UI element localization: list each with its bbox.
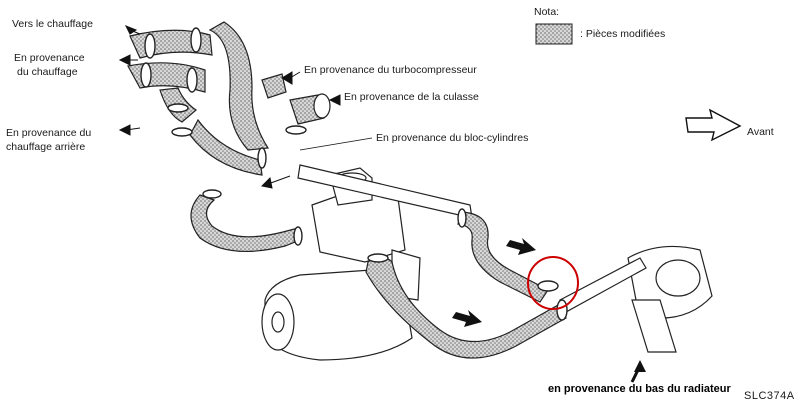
legend-swatch [535, 23, 573, 45]
highlight-circle [527, 256, 579, 310]
avant-arrow [685, 108, 742, 142]
label-provenance-chauffage-2: du chauffage [17, 66, 78, 78]
label-provenance-bloc: En provenance du bloc-cylindres [376, 132, 529, 144]
thermostat-housing [627, 245, 713, 353]
engine-block [261, 267, 413, 361]
label-vers-chauffage: Vers le chauffage [12, 18, 93, 30]
label-avant: Avant [747, 126, 774, 138]
label-provenance-culasse: En provenance de la culasse [344, 91, 479, 103]
upper-right-hose [457, 211, 549, 303]
radiator-lower-hose [365, 256, 567, 359]
lower-left-hose [190, 194, 301, 253]
legend-item: : Pièces modifiées [580, 28, 666, 40]
figure-code: SLC374A [744, 390, 795, 402]
pointer-arrows [118, 25, 341, 189]
hose-clamps [140, 27, 568, 321]
turbo-and-head-hoses [261, 73, 331, 125]
flow-arrows [452, 238, 646, 383]
label-chauffage-arriere-2: chauffage arrière [6, 141, 86, 153]
legend-title: Nota: [534, 6, 560, 18]
bloc-leader-line [299, 137, 373, 151]
label-provenance-turbo: En provenance du turbocompresseur [304, 64, 477, 76]
label-provenance-radiateur: en provenance du bas du radiateur [548, 383, 731, 395]
label-provenance-chauffage-1: En provenance [14, 52, 85, 64]
label-chauffage-arriere-1: En provenance du [6, 127, 92, 139]
